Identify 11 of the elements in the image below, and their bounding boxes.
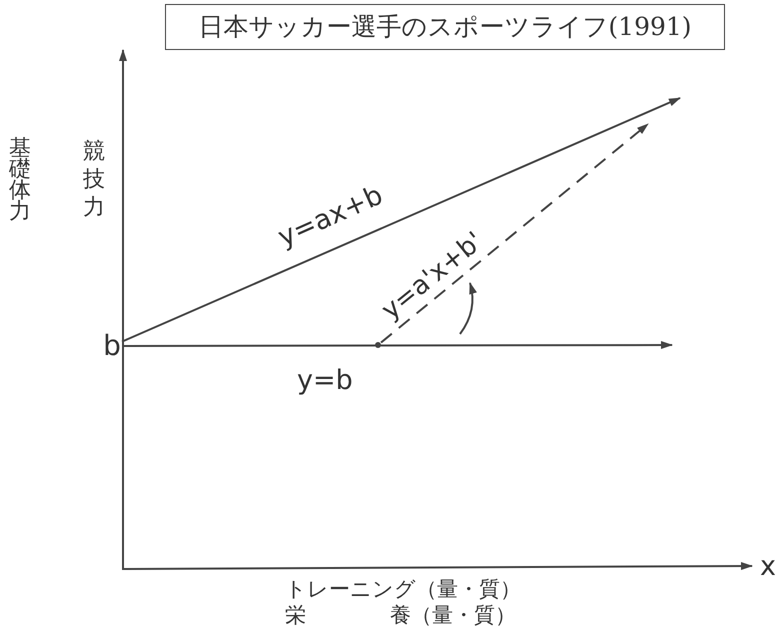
axis-label: x [760,550,776,584]
arrow [122,341,673,350]
axis-title: 競技力 [82,138,106,222]
arrow [122,97,681,343]
title-box: 日本サッカー選手のスポーツライフ(1991) [165,4,725,50]
axis-intercept-label: b [102,328,122,364]
axis-title: トレーニング（量・質） [285,576,521,602]
axis-title: 栄 養（量・質） [285,602,516,628]
dashed-arrow [380,123,649,344]
axis-title: 基礎体力 [8,138,32,222]
junction-dot [375,342,381,348]
